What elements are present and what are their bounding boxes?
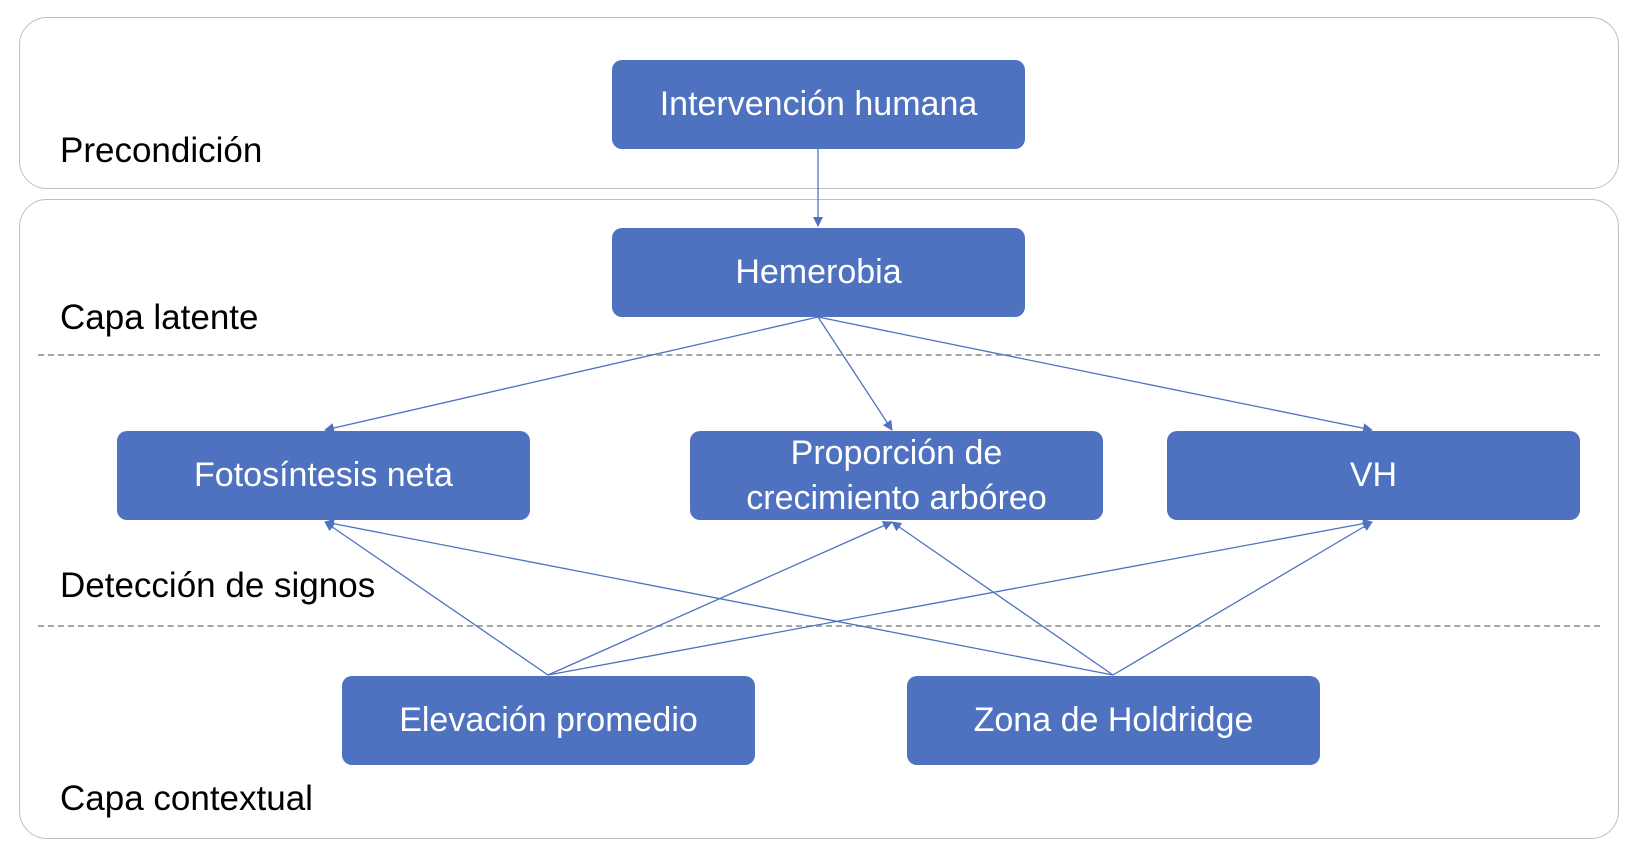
node-human-intervention: Intervención humana: [612, 60, 1025, 149]
node-net-photosynthesis: Fotosíntesis neta: [117, 431, 530, 520]
layer-label-precondition: Precondición: [60, 131, 263, 170]
divider-signs-contextual: [38, 625, 1600, 627]
layer-label-latent: Capa latente: [60, 298, 259, 337]
layer-label-signs: Detección de signos: [60, 566, 376, 605]
divider-latent-signs: [38, 354, 1600, 356]
node-hemerobia: Hemerobia: [612, 228, 1025, 317]
node-holdridge-zone: Zona de Holdridge: [907, 676, 1320, 765]
node-tree-growth: Proporción de crecimiento arbóreo: [690, 431, 1103, 520]
node-vh: VH: [1167, 431, 1580, 520]
layer-label-contextual: Capa contextual: [60, 779, 313, 818]
node-mean-elevation: Elevación promedio: [342, 676, 755, 765]
